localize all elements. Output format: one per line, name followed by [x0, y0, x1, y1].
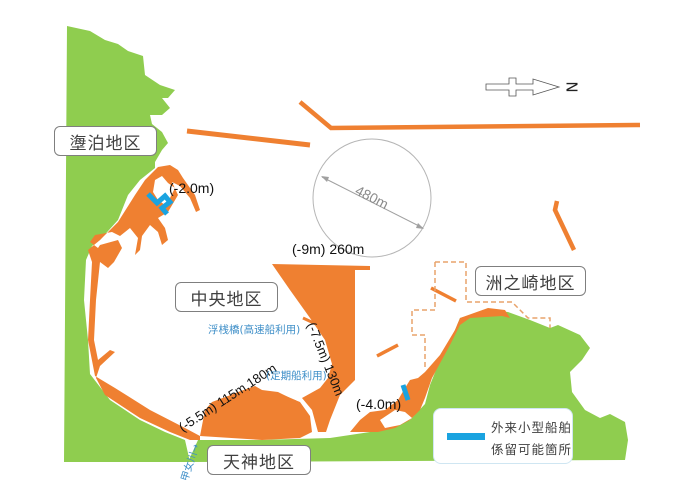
- depth-label-sunosaki: (-4.0m): [356, 396, 402, 412]
- north-arrow-icon: [485, 77, 561, 97]
- usage-label-regular-ferry: (定期船利用): [266, 370, 327, 382]
- mooring-tomari: [146, 192, 174, 216]
- legend-line-1: 外来小型船舶: [491, 420, 573, 435]
- district-label-tenjin[interactable]: 天神地区: [207, 445, 311, 475]
- jetty-2: [376, 343, 399, 358]
- jetty-3: [302, 316, 319, 327]
- jetty-4: [279, 393, 297, 404]
- facility-chuo-pier: [272, 264, 370, 432]
- district-label-tomari[interactable]: 塰泊地区: [54, 126, 157, 156]
- east-basin: [380, 410, 412, 428]
- depth-label-tomari: (-2.0m): [169, 180, 215, 196]
- planned-area-outline: [435, 261, 551, 328]
- mooring-sunosaki: [400, 384, 411, 401]
- breakwater-east: [552, 200, 577, 251]
- facility-east: [350, 308, 510, 432]
- facility-tenjin: [200, 386, 312, 440]
- scale-circle: [312, 138, 432, 258]
- depth-label-chuo-north: (-9m) 260m: [292, 241, 365, 257]
- legend-line-2: 係留可能箇所: [491, 442, 573, 457]
- district-label-sunosaki[interactable]: 洲之崎地区: [475, 266, 586, 296]
- legend: 外来小型船舶 係留可能箇所: [433, 408, 573, 464]
- mooring-legend-swatch-icon: [447, 433, 485, 440]
- breakwater-north: [298, 100, 641, 131]
- scale-arrow-left-icon: [321, 176, 329, 182]
- planned-area-outline-2: [411, 262, 436, 370]
- scale-diameter: [321, 176, 424, 229]
- usage-label-pontoon: 浮桟橋(高速船利用): [208, 324, 301, 336]
- facility-tomari: [88, 165, 200, 440]
- north-label: N: [562, 81, 581, 93]
- breakwater-west: [186, 128, 311, 148]
- scale-arrow-right-icon: [416, 223, 424, 229]
- district-label-chuo[interactable]: 中央地区: [175, 282, 278, 312]
